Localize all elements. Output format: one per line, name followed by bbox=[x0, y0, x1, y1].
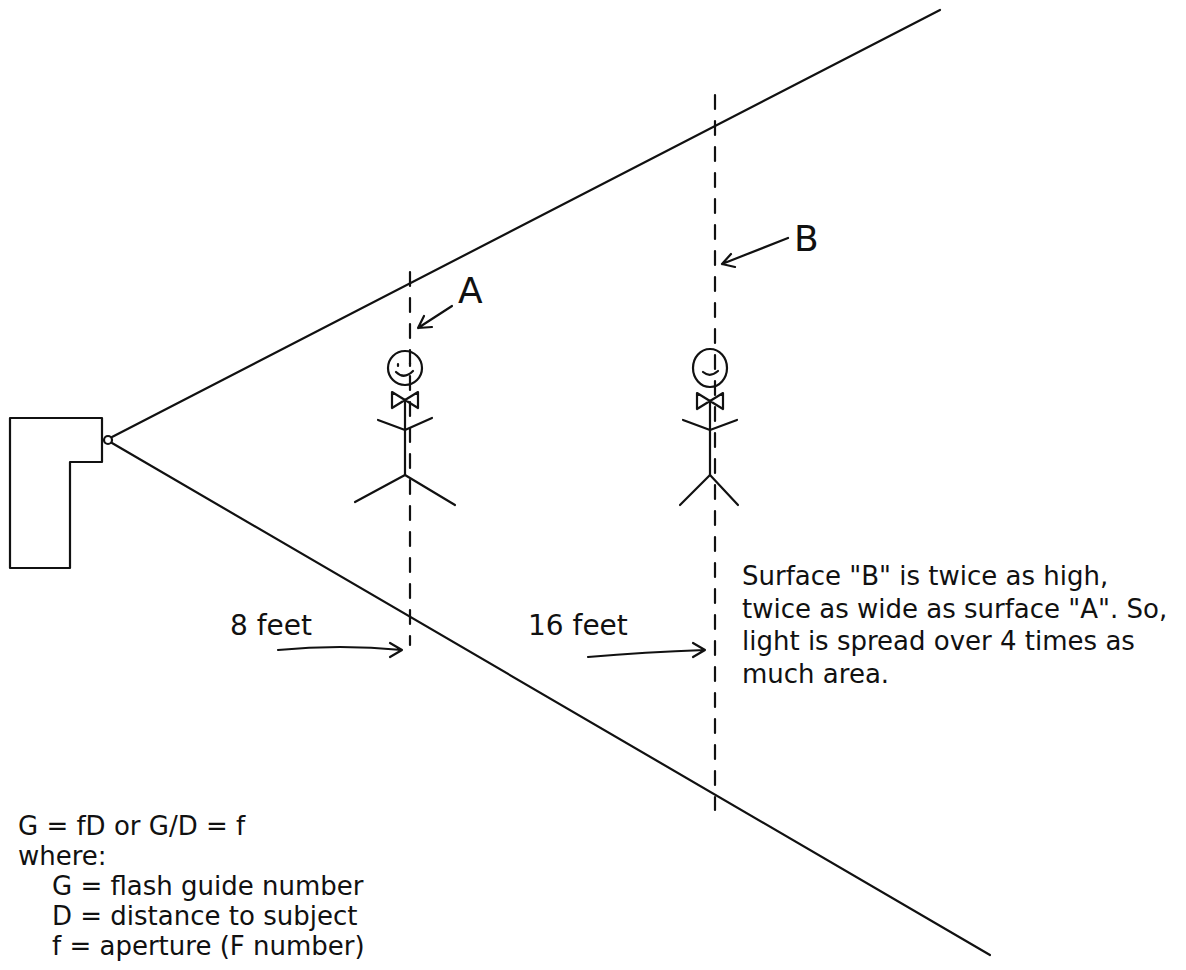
explanation-note: Surface "B" is twice as high, twice as w… bbox=[742, 560, 1174, 690]
formula-text: f = aperture (F number) bbox=[52, 932, 365, 962]
surface-a-line bbox=[409, 272, 411, 645]
surface-letter: A bbox=[458, 270, 483, 311]
distance-label: 8 feet bbox=[230, 610, 312, 642]
distance-label: 16 feet bbox=[528, 610, 628, 642]
stick-figure bbox=[355, 351, 455, 505]
flash-point bbox=[104, 436, 112, 444]
camera-body bbox=[10, 418, 102, 568]
formula-text: G = fD or G/D = f bbox=[18, 812, 245, 842]
light-cone-edge bbox=[112, 10, 940, 437]
formula-text: G = flash guide number bbox=[52, 872, 364, 902]
surface-letter: B bbox=[794, 218, 819, 259]
leader-arrow bbox=[722, 238, 788, 267]
surface-b-line bbox=[714, 95, 716, 810]
formula-text: where: bbox=[18, 842, 107, 872]
leader-arrow bbox=[278, 643, 402, 657]
stick-figure bbox=[680, 349, 738, 505]
formula-text: D = distance to subject bbox=[52, 902, 357, 932]
leader-arrow bbox=[588, 643, 705, 657]
leader-arrow bbox=[418, 306, 452, 328]
